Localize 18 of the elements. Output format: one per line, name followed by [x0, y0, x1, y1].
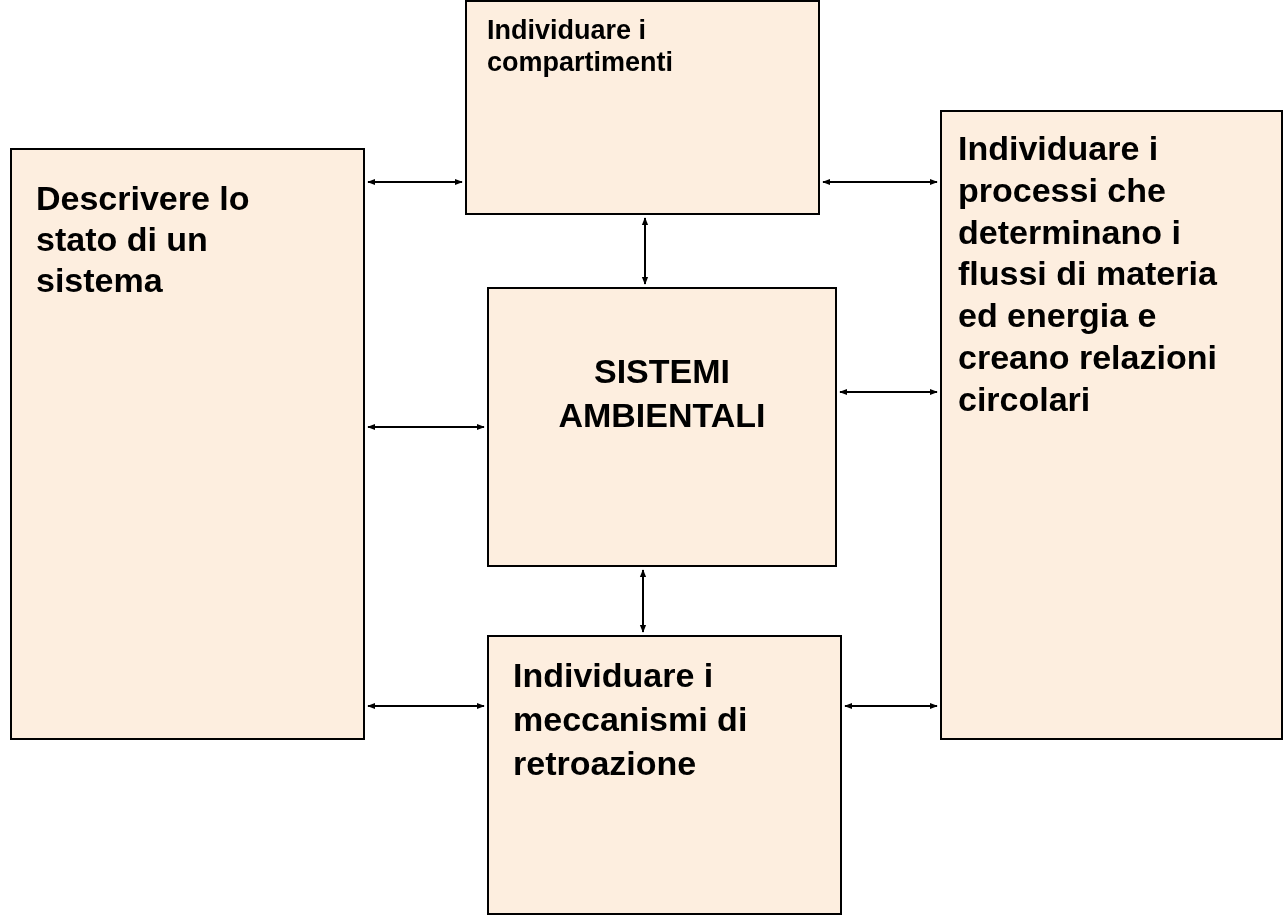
box-text: Individuare i meccanismi di retroazione [512, 655, 749, 785]
box-text: Individuare i processi che determinano i flussi di materia ed energia e creano relazioni circolari [957, 128, 1218, 420]
box-text: Individuare i compartimenti [486, 14, 675, 79]
double-arrow [367, 178, 463, 186]
double-arrow [839, 388, 938, 396]
double-arrow [822, 178, 938, 186]
double-arrow [367, 702, 485, 710]
double-arrow [639, 569, 647, 633]
box-text: SISTEMI AMBIENTALI [557, 351, 767, 437]
process-box [465, 0, 820, 215]
double-arrow [367, 423, 485, 431]
process-box [487, 635, 842, 915]
double-arrow [641, 217, 649, 285]
double-arrow [844, 702, 938, 710]
process-box [10, 148, 365, 740]
process-box [487, 287, 837, 567]
process-box [940, 110, 1283, 740]
box-text: Descrivere lo stato di un sistema [35, 178, 251, 301]
